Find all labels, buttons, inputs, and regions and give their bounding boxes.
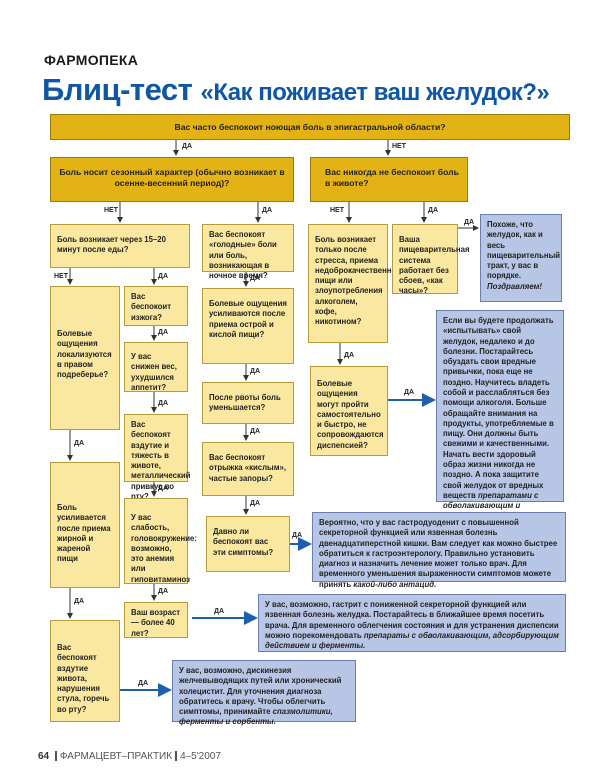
label-yes: ДА — [428, 207, 439, 214]
result-gastritis-text: У вас, возможно, гастрит с пониженной се… — [265, 600, 559, 640]
question-fatty-food: Боль усиливается после приема жирной и ж… — [50, 462, 120, 588]
result-dyskinesia: У вас, возможно, дискинезия желчевыводящ… — [172, 660, 356, 726]
page-number: 64 — [38, 751, 50, 762]
question-right-hypochondrium: Болевые ощущения локализуются в правом п… — [50, 286, 120, 430]
title-subtitle: «Как поживает ваш желудок?» — [200, 79, 550, 106]
label-no: НЕТ — [330, 207, 344, 214]
label-yes: ДА — [158, 588, 169, 595]
question-bloating-taste: Вас беспокоят вздутие и тяжесть в животе… — [124, 414, 190, 501]
result-gastritis-drugs: препараты с обволакивающим, адсорбирующи… — [265, 630, 559, 651]
page-title: Блиц-тест «Как поживает ваш желудок?» — [42, 72, 550, 108]
page-footer: 64 ФАРМАЦЕВТ–ПРАКТИК 4–5'2007 — [38, 751, 221, 762]
label-yes: ДА — [250, 275, 260, 282]
result-ulcer-antacid: какой-либо антацид. — [353, 579, 437, 589]
question-weakness-anemia: У вас слабость, головокружение: возможно… — [124, 498, 197, 584]
question-hungry-pain: Вас беспокоят «голодные» боли или боль, … — [202, 224, 294, 280]
question-sour-belching: Вас беспокоят отрыжка «кислым», частые з… — [202, 442, 294, 496]
label-yes: ДА — [158, 485, 168, 492]
issue-number: 4–5'2007 — [180, 751, 221, 762]
label-no: НЕТ — [54, 273, 68, 280]
question-weight-loss: У вас снижен вес, ухудшился аппетит? — [124, 342, 188, 392]
magazine-name: ФАРМАЦЕВТ–ПРАКТИК — [59, 751, 173, 762]
label-yes: ДА — [344, 352, 355, 359]
question-bloating-stool: Вас беспокоят вздутие живота, нарушения … — [50, 620, 120, 722]
question-how-long: Давно ли беспокоят вас эти симптомы? — [206, 516, 290, 572]
label-yes: ДА — [158, 329, 169, 336]
label-yes: ДА — [292, 532, 303, 539]
result-all-fine: Похоже, что желудок, как и весь пищевари… — [480, 214, 562, 302]
title-main: Блиц-тест — [42, 72, 193, 107]
section-label: ФАРМОПЕКА — [44, 52, 139, 68]
label-yes: ДА — [138, 680, 149, 687]
result-ulcer: Вероятно, что у вас гастродуоденит с пов… — [312, 512, 566, 589]
label-yes: ДА — [158, 400, 169, 407]
result-lifestyle-advice: Если вы будете продолжать «испытывать» с… — [436, 310, 564, 520]
question-heartburn: Вас беспокоит изжога? — [124, 286, 188, 326]
label-no: НЕТ — [392, 143, 406, 150]
label-yes: ДА — [262, 207, 273, 214]
result-all-fine-text: Похоже, что желудок, как и весь пищевари… — [487, 220, 561, 281]
question-never-pain: Вас никогда не беспокоит боль в животе? — [310, 157, 468, 202]
question-stress-pain: Боль возникает только после стресса, при… — [308, 224, 401, 343]
label-yes: ДА — [182, 143, 193, 150]
result-ulcer-text: Вероятно, что у вас гастродуоденит с пов… — [319, 518, 558, 589]
result-all-fine-congrats: Поздравляем! — [487, 281, 543, 291]
result-lifestyle-text: Если вы будете продолжать «испытывать» с… — [443, 316, 554, 500]
label-no: НЕТ — [104, 207, 118, 214]
question-15-20-minutes: Боль возникает через 15–20 минут после е… — [50, 224, 190, 268]
question-spicy-food: Болевые ощущения усиливаются после прием… — [202, 288, 294, 364]
label-yes: ДА — [74, 440, 85, 447]
question-seasonal: Боль носит сезонный характер (обычно воз… — [50, 157, 294, 202]
label-yes: ДА — [158, 273, 169, 280]
label-yes: ДА — [74, 598, 85, 605]
question-digestion-ok: Ваша пищеварительная система работает бе… — [392, 224, 470, 295]
question-age-40: Ваш возраст — более 40 лет? — [124, 602, 188, 638]
label-yes: ДА — [214, 608, 225, 615]
question-after-vomit: После рвоты боль уменьшается? — [202, 382, 294, 424]
label-yes: ДА — [250, 500, 261, 507]
question-passes-quickly: Болевые ощущения могут пройти самостояте… — [310, 366, 388, 456]
result-gastritis: У вас, возможно, гастрит с пониженной се… — [258, 594, 566, 652]
question-main: Вас часто беспокоит ноющая боль в эпигас… — [50, 114, 570, 140]
label-yes: ДА — [250, 368, 261, 375]
result-dyskinesia-text: У вас, возможно, дискинезия желчевыводящ… — [179, 666, 342, 717]
label-yes: ДА — [250, 428, 261, 435]
label-yes: ДА — [464, 219, 475, 226]
label-yes: ДА — [404, 389, 415, 396]
result-dyskinesia-drugs: спазмолитики, ферменты и сорбенты. — [179, 707, 333, 727]
